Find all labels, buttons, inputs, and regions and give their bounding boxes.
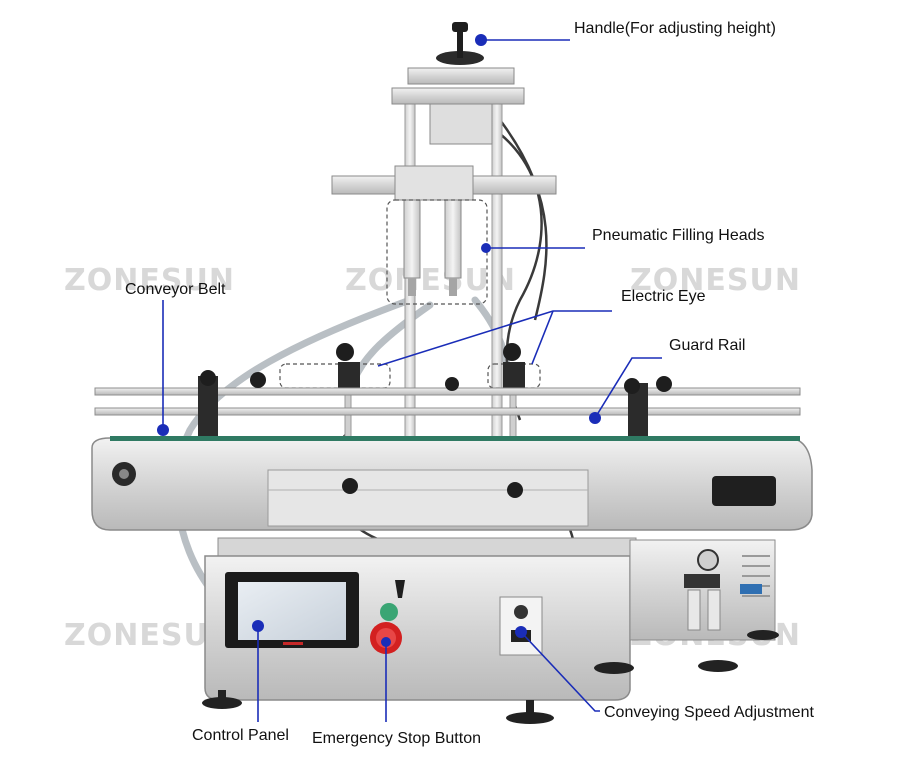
callout-speed-adjustment: Conveying Speed Adjustment bbox=[604, 704, 814, 721]
watermark: ZONESUN bbox=[64, 263, 235, 298]
callout-emergency-stop: Emergency Stop Button bbox=[312, 730, 481, 747]
callout-electric-eye: Electric Eye bbox=[621, 288, 706, 305]
watermark: ZONESUN bbox=[345, 263, 516, 298]
callout-control-panel: Control Panel bbox=[192, 727, 289, 744]
callout-lines bbox=[162, 39, 662, 722]
callout-conveyor-belt: Conveyor Belt bbox=[125, 281, 226, 298]
pneumatic-unit bbox=[629, 539, 776, 641]
feet bbox=[202, 630, 779, 724]
gantry bbox=[331, 22, 557, 441]
base-cabinet bbox=[204, 537, 637, 701]
callout-filling-heads: Pneumatic Filling Heads bbox=[592, 227, 765, 244]
watermark: ZONESUN bbox=[630, 263, 801, 298]
callout-dots bbox=[157, 34, 601, 647]
conveyor-body bbox=[91, 436, 813, 531]
callout-handle: Handle(For adjusting height) bbox=[574, 20, 776, 37]
callout-guard-rail: Guard Rail bbox=[669, 337, 746, 354]
